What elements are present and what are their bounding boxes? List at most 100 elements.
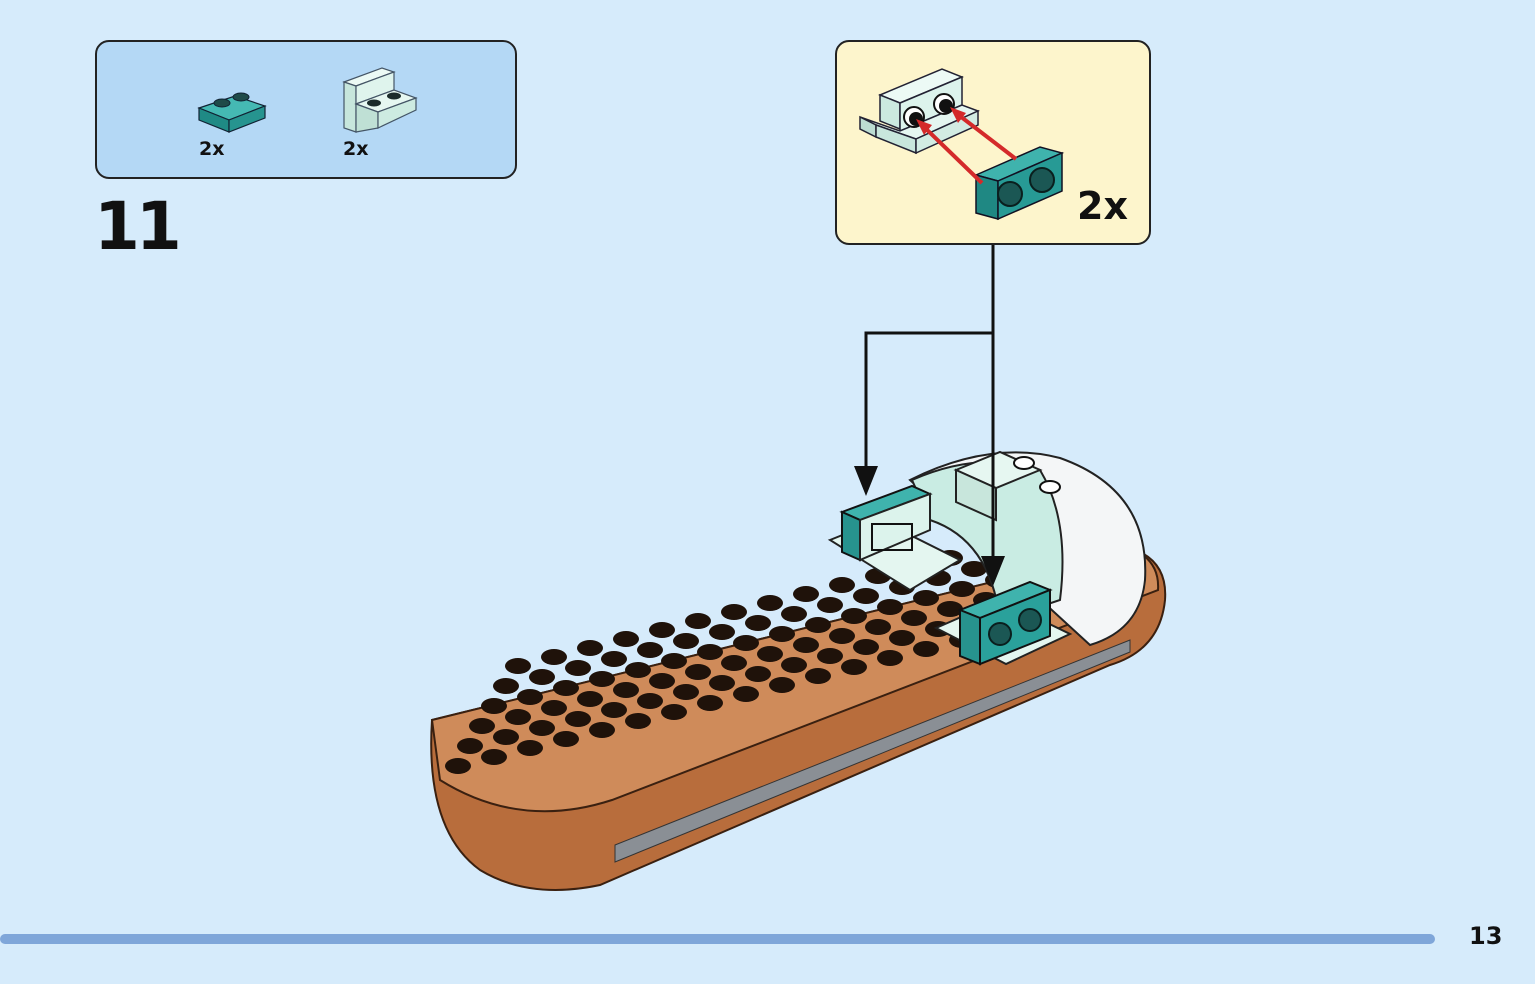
base-stud (697, 695, 723, 711)
base-stud (589, 671, 615, 687)
base-stud (649, 622, 675, 638)
base-stud (985, 572, 1011, 588)
base-stud (529, 669, 555, 685)
base-stud (841, 608, 867, 624)
base-stud (961, 612, 987, 628)
base-stud (889, 630, 915, 646)
base-stud (613, 682, 639, 698)
base-stud (973, 541, 999, 557)
base-stud (757, 595, 783, 611)
base-stud (793, 637, 819, 653)
base-stud (949, 581, 975, 597)
base-stud (937, 601, 963, 617)
part-quantity: 2x (199, 138, 225, 160)
base-stud (805, 668, 831, 684)
base-stud (913, 590, 939, 606)
base-stud (697, 644, 723, 660)
base-stud (757, 646, 783, 662)
bracket-part-icon (342, 67, 418, 133)
step-number: 11 (94, 188, 182, 265)
base-stud (481, 698, 507, 714)
base-stud (553, 680, 579, 696)
base-stud (781, 657, 807, 673)
base-stud (925, 570, 951, 586)
base-stud (625, 662, 651, 678)
subassembly-illustration (859, 68, 1065, 221)
base-stud (505, 658, 531, 674)
base-stud (877, 599, 903, 615)
base-stud (709, 624, 735, 640)
base-stud (553, 731, 579, 747)
base-stud (817, 597, 843, 613)
base-stud (661, 704, 687, 720)
parts-list-box (95, 40, 517, 179)
base-stud (529, 720, 555, 736)
subassembly-quantity: 2x (1077, 184, 1128, 228)
base-stud (901, 559, 927, 575)
base-stud (721, 655, 747, 671)
base-stud (793, 586, 819, 602)
base-stud (853, 639, 879, 655)
base-stud (565, 660, 591, 676)
base-stud (625, 713, 651, 729)
base-stud (649, 673, 675, 689)
base-stud (445, 758, 471, 774)
base-stud (601, 651, 627, 667)
base-stud (721, 604, 747, 620)
base-stud (805, 617, 831, 633)
base-stud (481, 749, 507, 765)
base-stud (469, 718, 495, 734)
base-stud (889, 579, 915, 595)
base-stud (925, 621, 951, 637)
base-stud (673, 633, 699, 649)
base-stud (577, 691, 603, 707)
part-quantity: 2x (343, 138, 369, 160)
base-stud (457, 738, 483, 754)
base-stud (601, 702, 627, 718)
base-stud (973, 592, 999, 608)
base-stud (589, 722, 615, 738)
base-stud (829, 577, 855, 593)
progress-bar (0, 934, 1435, 944)
base-studs (445, 541, 1011, 774)
base-stud (493, 678, 519, 694)
base-stud (661, 653, 687, 669)
base-stud (517, 689, 543, 705)
base-stud (541, 649, 567, 665)
base-stud (949, 632, 975, 648)
base-stud (901, 610, 927, 626)
base-stud (745, 615, 771, 631)
base-stud (841, 659, 867, 675)
base-stud (961, 561, 987, 577)
base-stud (685, 613, 711, 629)
base-stud (673, 684, 699, 700)
base-stud (853, 588, 879, 604)
base-stud (613, 631, 639, 647)
base-stud (709, 675, 735, 691)
base-stud (985, 623, 1011, 639)
base-stud (577, 640, 603, 656)
base-stud (865, 568, 891, 584)
base-stud (865, 619, 891, 635)
base-stud (637, 642, 663, 658)
base-stud (505, 709, 531, 725)
base-stud (769, 626, 795, 642)
base-stud (937, 550, 963, 566)
base-stud (829, 628, 855, 644)
base-stud (733, 686, 759, 702)
page-number: 13 (1469, 922, 1503, 950)
base-stud (781, 606, 807, 622)
base-stud (745, 666, 771, 682)
base-stud (769, 677, 795, 693)
base-stud (565, 711, 591, 727)
base-stud (541, 700, 567, 716)
base-stud (817, 648, 843, 664)
base-stud (517, 740, 543, 756)
base-stud (733, 635, 759, 651)
base-stud (913, 641, 939, 657)
teal-plate-part-icon (197, 92, 267, 133)
base-stud (877, 650, 903, 666)
base-stud (685, 664, 711, 680)
base-stud (637, 693, 663, 709)
base-stud (493, 729, 519, 745)
